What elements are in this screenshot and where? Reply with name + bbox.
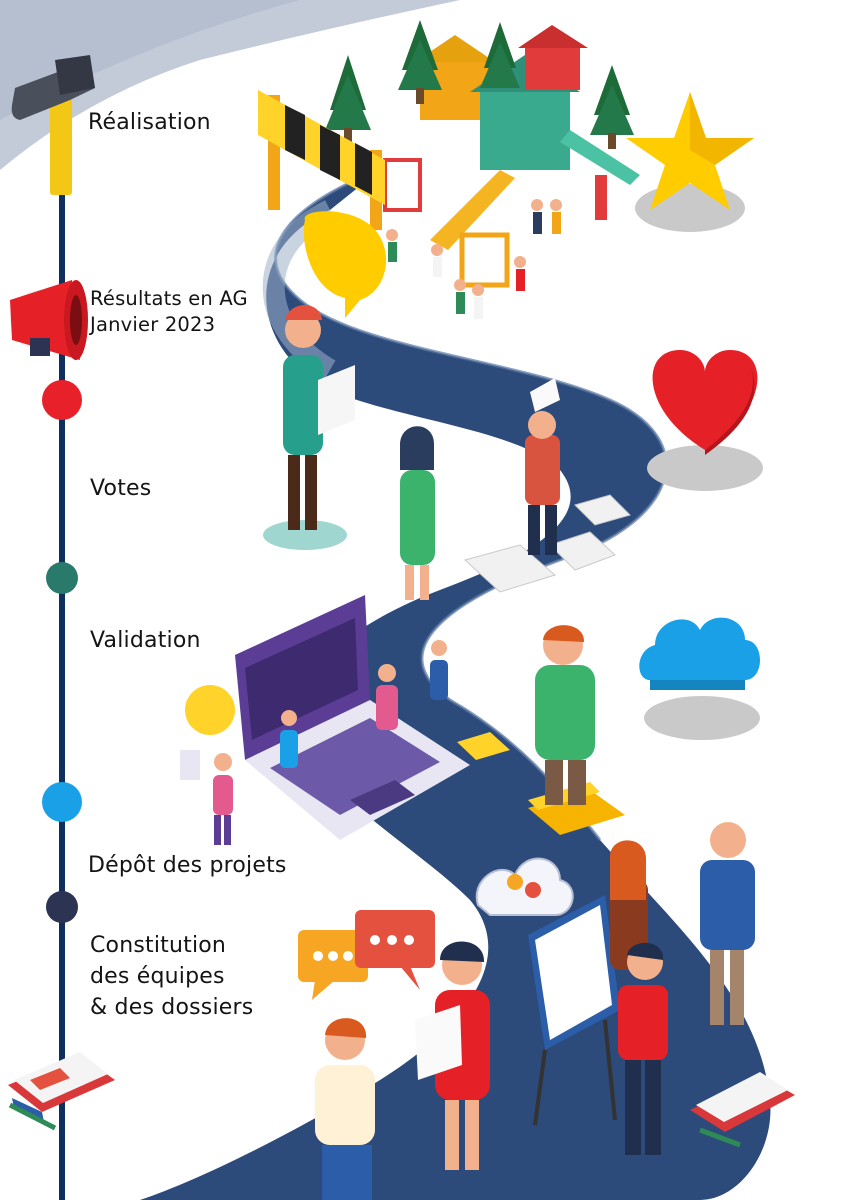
step-validation: Validation [90, 628, 201, 653]
step-validation-title: Validation [90, 628, 201, 653]
step-resultats-date: Janvier 2023 [90, 313, 216, 337]
megaphone-icon [10, 280, 88, 360]
laptop-illustration [180, 595, 470, 840]
step-depot-title: Dépôt des projets [88, 853, 287, 878]
whiteboard-illustration [528, 895, 620, 1126]
step-constitution-line-1: Constitution [90, 933, 227, 958]
step-constitution: Constitution des équipes & des dossiers [90, 930, 253, 1024]
trees-illustration [325, 20, 634, 149]
sticky-note-icon [457, 732, 510, 760]
step-realisation: Réalisation [88, 110, 211, 135]
speech-bubble-yellow [303, 211, 387, 318]
cloud-icon [639, 617, 760, 740]
calendar-illustration-right [690, 1072, 795, 1148]
timeline-dot-votes [46, 562, 78, 594]
chat-bubbles-icon [298, 910, 435, 1000]
road-barrier-illustration [258, 90, 385, 230]
heart-icon [647, 350, 763, 491]
timeline-dot-depot [46, 891, 78, 923]
timeline [8, 55, 115, 1200]
step-resultats: Résultats en AG Janvier 2023 [90, 286, 248, 338]
envelopes-illustration [463, 494, 631, 593]
timeline-dot-validation [42, 782, 82, 822]
step-realisation-title: Réalisation [88, 110, 211, 135]
step-constitution-line-3: & des dossiers [90, 995, 254, 1021]
playground-illustration [383, 25, 640, 288]
star-icon [626, 92, 754, 232]
calendar-icon [8, 1052, 115, 1131]
gears-cloud-icon [475, 857, 574, 916]
hammer-icon [11, 55, 96, 195]
timeline-dot-resultats [42, 380, 82, 420]
step-votes: Votes [90, 476, 151, 501]
step-constitution-line-2: des équipes [90, 964, 225, 990]
step-votes-title: Votes [90, 476, 152, 501]
step-depot: Dépôt des projets [88, 853, 287, 878]
people-illustrations [213, 199, 755, 1200]
step-resultats-title: Résultats en AG [90, 287, 248, 310]
